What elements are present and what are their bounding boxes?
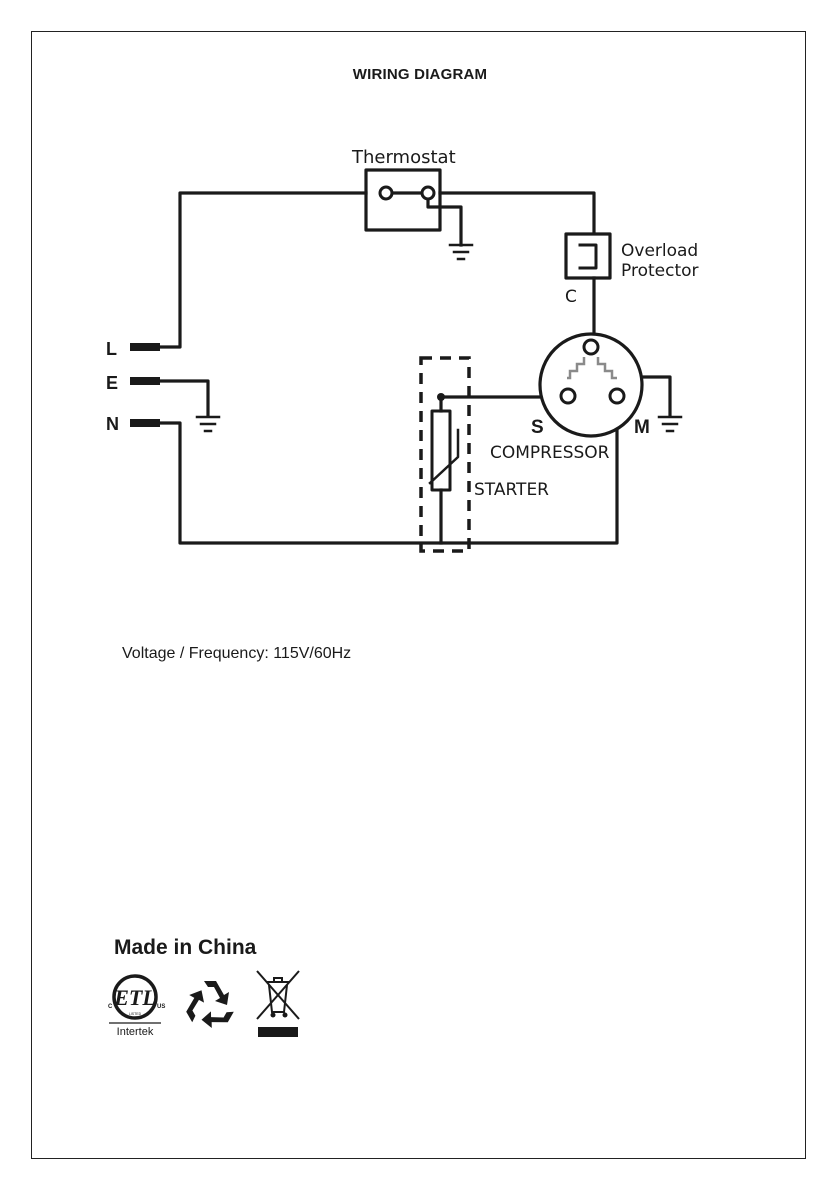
m-terminal-label: M	[634, 417, 650, 438]
thermostat-ground-lead	[428, 193, 461, 245]
c-terminal-label: C	[565, 287, 577, 307]
s-terminal-label: S	[531, 417, 544, 438]
terminal-l-label: L	[106, 339, 117, 359]
compressor-terminal-c	[584, 340, 598, 354]
overload-protector-box	[566, 234, 610, 278]
thermostat-contact-left	[380, 187, 392, 199]
etl-listed-mark-icon: ETL C US LISTED Intertek	[108, 976, 165, 1038]
ground-icon	[197, 417, 219, 431]
etl-listed-label: LISTED	[129, 1012, 142, 1016]
wire-neutral	[158, 398, 617, 543]
terminal-e-label: E	[106, 373, 118, 393]
thermostat-contact-right	[422, 187, 434, 199]
wire-thermostat-out	[440, 193, 594, 233]
junction-dot	[437, 393, 445, 401]
terminal-n-plug	[130, 419, 160, 427]
etl-c-label: C	[108, 1004, 113, 1010]
recycle-icon	[180, 981, 234, 1033]
wire-earth	[158, 381, 208, 415]
voltage-frequency: Voltage / Frequency: 115V/60Hz	[122, 645, 351, 663]
ground-icon	[659, 417, 681, 431]
made-in-label: Made in China	[114, 936, 256, 960]
thermostat-label: Thermostat	[351, 147, 456, 168]
terminal-l-plug	[130, 343, 160, 351]
overload-label-line2: Protector	[621, 261, 699, 281]
intertek-label: Intertek	[117, 1026, 154, 1038]
overload-label-line1: Overload	[621, 241, 698, 261]
compressor-label: COMPRESSOR	[490, 443, 610, 463]
wire-live	[158, 193, 366, 347]
wiring-diagram: Thermostat Overload Protector C S M COMP…	[0, 0, 840, 640]
etl-us-label: US	[157, 1004, 165, 1010]
ground-icon	[450, 245, 472, 259]
starter-label: STARTER	[474, 480, 549, 500]
compressor-terminal-m	[610, 389, 624, 403]
starter-enclosure	[421, 358, 469, 551]
compressor-terminal-s	[561, 389, 575, 403]
certification-marks: ETL C US LISTED Intertek	[100, 965, 310, 1045]
terminal-n-label: N	[106, 414, 119, 434]
weee-crossed-bin-icon	[257, 971, 299, 1037]
svg-text:ETL: ETL	[113, 985, 156, 1010]
starter-ptc-slash	[430, 430, 458, 483]
overload-element	[580, 245, 596, 268]
terminal-e-plug	[130, 377, 160, 385]
